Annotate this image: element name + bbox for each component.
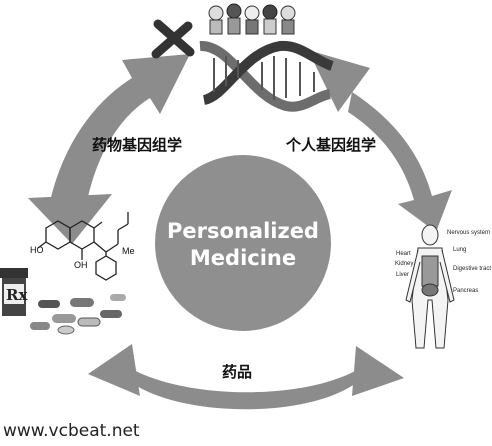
organ-label-lung: Lung	[453, 247, 467, 253]
center-title-line2: Medicine	[189, 246, 297, 270]
center-title: Personalized Medicine	[163, 218, 323, 272]
chem-label-me: Me	[122, 246, 135, 256]
organ-label-digestive-tract: Digestive tract	[453, 266, 492, 272]
watermark: www.vcbeat.net	[3, 421, 140, 441]
center-title-line1: Personalized	[167, 219, 319, 243]
label-pharmacogenomics: 药物基因组学	[92, 136, 183, 154]
prescription-bottle-icon	[0, 268, 28, 316]
children-icon	[208, 3, 296, 35]
chem-label-ho: HO	[30, 245, 44, 255]
chromosome-icon	[151, 19, 195, 59]
organ-label-nervous-system: Nervous system	[447, 230, 491, 236]
pills-icon	[30, 294, 126, 335]
label-drugs: 药品	[222, 363, 253, 381]
human-anatomy-icon	[405, 224, 455, 349]
molecule-icon	[37, 212, 129, 281]
label-personal-genomics: 个人基因组学	[286, 136, 377, 154]
arrow-pharmacogenomics	[28, 54, 190, 244]
organ-label-liver: Liver	[396, 272, 410, 278]
organ-label-heart: Heart	[396, 251, 411, 257]
rx-label: Rx	[6, 286, 28, 304]
dna-helix-icon	[199, 40, 334, 112]
center-circle	[155, 155, 331, 331]
chem-label-oh: OH	[74, 260, 88, 270]
organ-label-pancreas: Pancreas	[453, 288, 479, 294]
arrow-drugs	[88, 344, 404, 410]
organ-label-kidney: Kidney	[395, 261, 414, 267]
